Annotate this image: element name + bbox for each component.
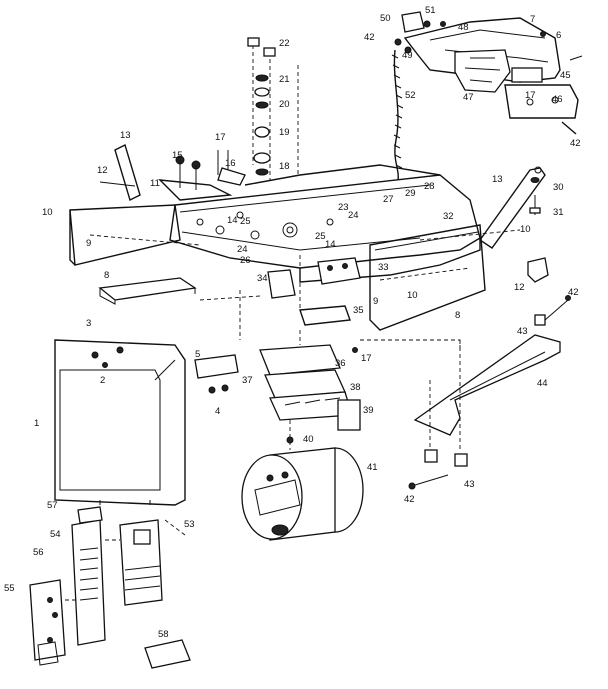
callout-9b: 9 [373, 296, 378, 307]
callout-12a: 12 [97, 165, 108, 176]
callout-21: 21 [279, 74, 290, 85]
callout-3: 3 [86, 318, 91, 329]
callout-18: 18 [279, 161, 290, 172]
callout-9a: 9 [86, 238, 91, 249]
callout-39: 39 [363, 405, 374, 416]
callout-40: 40 [303, 434, 314, 445]
callout-52: 52 [405, 90, 416, 101]
callout-34: 34 [257, 273, 268, 284]
callout-8a: 8 [104, 270, 109, 281]
callout-20: 20 [279, 99, 290, 110]
callout-51: 51 [425, 5, 436, 16]
callout-30: 30 [553, 182, 564, 193]
callout-46: 46 [552, 94, 563, 105]
callout-58: 58 [158, 629, 169, 640]
callout-11: 11 [150, 178, 160, 189]
callout-10b: 10 [407, 290, 418, 301]
circuit-board-assembly [29, 506, 191, 669]
callout-47: 47 [463, 92, 474, 103]
callout-17c: 17 [525, 90, 536, 101]
callout-43b: 43 [464, 479, 475, 490]
callout-44: 44 [537, 378, 548, 389]
callout-15: 15 [172, 150, 183, 161]
left-arm [99, 144, 246, 201]
callout-42b: 42 [570, 138, 581, 149]
callout-57: 57 [47, 500, 58, 511]
callout-19: 19 [279, 127, 290, 138]
callout-25b: 25 [315, 231, 326, 242]
callout-29: 29 [405, 188, 416, 199]
callout-33: 33 [378, 262, 389, 273]
callout-17b: 17 [361, 353, 372, 364]
callout-55: 55 [4, 583, 15, 594]
alignment-lines [65, 229, 521, 601]
callout-24b: 24 [237, 244, 248, 255]
callout-42a: 42 [364, 32, 375, 43]
callout-23: 23 [338, 202, 349, 213]
callout-53: 53 [184, 519, 195, 530]
callout-32: 32 [443, 211, 454, 222]
callout-2: 2 [100, 375, 105, 386]
callout-10a: 10 [42, 207, 53, 218]
callout-5: 5 [195, 349, 200, 360]
callout-35: 35 [353, 305, 364, 316]
callout-28: 28 [424, 181, 435, 192]
callout-1: 1 [34, 418, 39, 429]
callout-50: 50 [380, 13, 391, 24]
callout-6: 6 [556, 30, 561, 41]
center-brackets [194, 330, 361, 450]
callout-10c: 10 [520, 224, 531, 235]
callout-7: 7 [530, 14, 535, 25]
callout-8b: 8 [455, 310, 460, 321]
callout-38: 38 [350, 382, 361, 393]
callout-25a: 25 [240, 216, 251, 227]
callout-37: 37 [242, 375, 253, 386]
callout-13b: 13 [492, 174, 503, 185]
callout-12b: 12 [514, 282, 525, 293]
callout-16: 16 [225, 158, 236, 169]
callout-54: 54 [50, 529, 61, 540]
callout-14b: 14 [325, 239, 336, 250]
callout-26: 26 [240, 255, 251, 266]
callout-4: 4 [215, 406, 220, 417]
rail-assembly [408, 295, 571, 490]
main-cover [54, 339, 186, 506]
right-arm [479, 166, 549, 283]
callout-31: 31 [553, 207, 564, 218]
callout-56: 56 [33, 547, 44, 558]
callout-22: 22 [279, 38, 290, 49]
callout-36: 36 [335, 358, 346, 369]
chassis-frame [69, 164, 486, 331]
callout-13a: 13 [120, 130, 131, 141]
callout-24a: 24 [348, 210, 359, 221]
callout-41: 41 [367, 462, 378, 473]
callout-14a: 14 [227, 215, 238, 226]
callout-48: 48 [458, 22, 469, 33]
callout-45: 45 [560, 70, 571, 81]
callout-42d: 42 [404, 494, 415, 505]
motor [241, 447, 364, 541]
mounting-bracket-assembly [391, 11, 583, 181]
callout-49: 49 [402, 50, 413, 61]
callout-labels: 1 2 3 4 5 6 7 8 8 9 9 10 10 10 11 12 12 … [4, 5, 581, 640]
bolt-stack [247, 37, 299, 180]
callout-43a: 43 [517, 326, 528, 337]
callout-42c: 42 [568, 287, 579, 298]
callout-27: 27 [383, 194, 394, 205]
callout-17a: 17 [215, 132, 226, 143]
